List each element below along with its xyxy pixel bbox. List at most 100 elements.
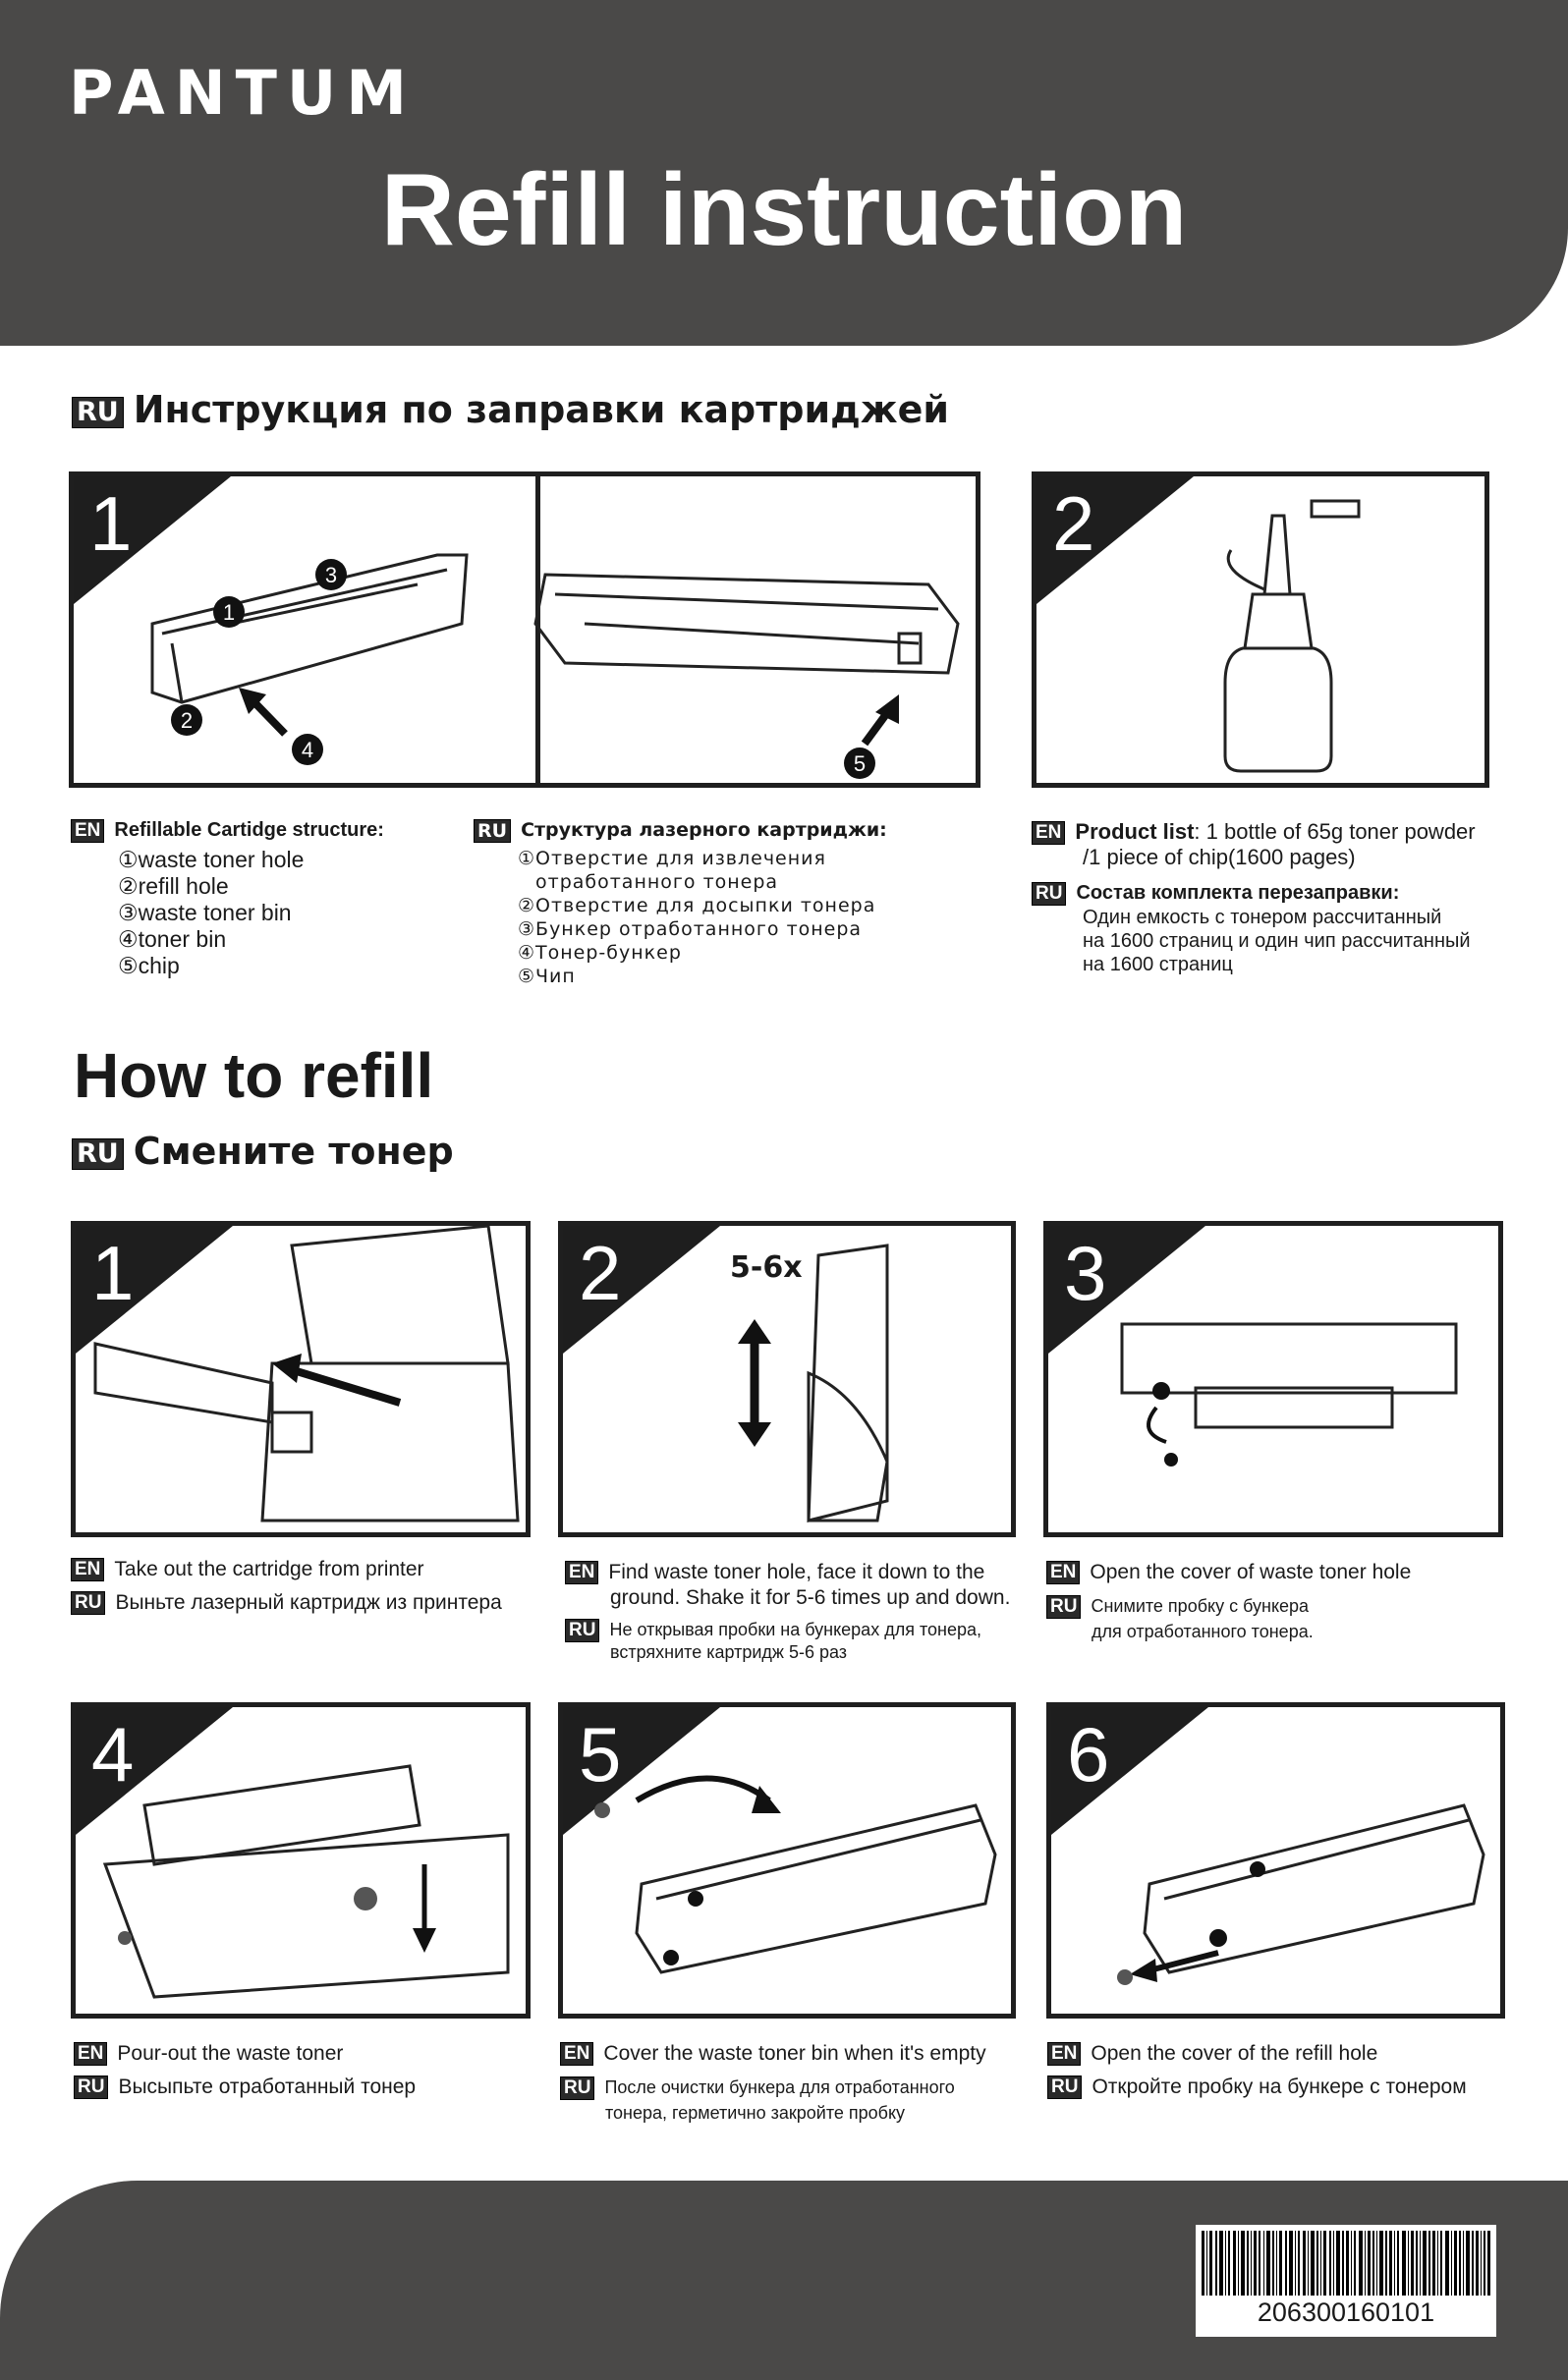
product-list-text: : 1 bottle of 65g toner powder xyxy=(1194,819,1476,844)
barcode-bars xyxy=(1202,2231,1490,2296)
step-en-text: Find waste toner hole, face it down to t… xyxy=(608,1561,985,1583)
lang-tag-en: EN xyxy=(560,2042,594,2067)
step-number: 6 xyxy=(1067,1711,1110,1798)
step-corner xyxy=(76,1707,233,1835)
cartridge-structure-panel: 1 1 2 3 4 5 xyxy=(69,471,980,788)
step-3-panel: 3 xyxy=(1043,1221,1503,1537)
step-corner xyxy=(1051,1707,1208,1835)
barcode-number: 206300160101 xyxy=(1257,2297,1435,2327)
step-6-panel: 6 xyxy=(1046,1702,1505,2019)
svg-text:2: 2 xyxy=(181,708,193,733)
pour-toner-illustration xyxy=(102,1764,510,1999)
step-en-text: Cover the waste toner bin when it's empt… xyxy=(603,2042,986,2065)
ru-section-title: RU Инструкция по заправки картриджей xyxy=(72,388,949,431)
step-ru-text-2: встряхните картридж 5-6 раз xyxy=(610,1642,848,1663)
product-panel: 2 xyxy=(1032,471,1489,788)
step-number: 3 xyxy=(1064,1230,1107,1316)
cartridge-illustration: 1 2 3 4 5 xyxy=(150,553,960,779)
list-item: ④toner bin xyxy=(118,926,227,952)
ru-section-title-text: Инструкция по заправки картриджей xyxy=(133,388,950,431)
step-en-text: Pour-out the waste toner xyxy=(117,2042,344,2065)
page-title: Refill instruction xyxy=(380,153,1188,267)
step-ru-text: Откройте пробку на бункере с тонером xyxy=(1092,2076,1467,2098)
step-number: 1 xyxy=(91,1230,135,1316)
step-corner xyxy=(1036,476,1194,604)
list-item: ②Отверстие для досыпки тонера xyxy=(518,895,876,916)
lang-tag-ru: RU xyxy=(565,1619,600,1643)
panel-number: 1 xyxy=(89,480,133,567)
product-list-text-2: /1 piece of chip(1600 pages) xyxy=(1083,845,1356,870)
lang-tag-en: EN xyxy=(1032,821,1066,846)
en-structure-title: Refillable Cartidge structure: xyxy=(114,819,384,841)
lang-tag-en: EN xyxy=(1046,1561,1081,1585)
step-ru-text: Выньте лазерный картридж из принтера xyxy=(115,1591,502,1614)
pantum-logo: PANTUM xyxy=(69,57,417,129)
waste-cover-illustration xyxy=(1120,1322,1458,1467)
step-2-panel: 2 5-6x xyxy=(558,1221,1016,1537)
lang-tag-ru: RU xyxy=(1046,1595,1082,1620)
list-item: ①Отверстие для извлечения xyxy=(518,848,826,869)
svg-text:1: 1 xyxy=(223,600,235,625)
lang-tag-en: EN xyxy=(74,2042,108,2067)
step-ru-text: Снимите пробку с бункера xyxy=(1091,1596,1310,1616)
step-ru-text-2: тонера, герметично закройте пробку xyxy=(605,2103,906,2124)
lang-tag-ru: RU xyxy=(1047,2076,1083,2100)
shake-count-label: 5-6x xyxy=(730,1250,803,1285)
step-number: 4 xyxy=(91,1711,135,1798)
step-en-text: Open the cover of the refill hole xyxy=(1091,2042,1378,2065)
lang-tag-ru: RU xyxy=(72,1137,124,1170)
step-5-panel: 5 xyxy=(558,1702,1016,2019)
svg-text:3: 3 xyxy=(325,563,337,587)
lang-tag-en: EN xyxy=(1047,2042,1082,2067)
en-structure-block: EN Refillable Cartidge structure: ①waste … xyxy=(71,817,464,979)
how-to-refill-title: How to refill xyxy=(74,1040,434,1111)
refill-hole-illustration xyxy=(1117,1803,1485,1985)
panel-number: 2 xyxy=(1052,480,1095,567)
lang-tag-ru: RU xyxy=(72,396,124,428)
product-ru-title: Состав комплекта перезаправки: xyxy=(1076,882,1400,905)
step-6-text: EN Open the cover of the refill hole RU От… xyxy=(1047,2041,1509,2108)
step-5-text: EN Cover the waste toner bin when it's em… xyxy=(560,2041,1027,2126)
ru-structure-title: Структура лазерного картриджи: xyxy=(521,819,887,841)
step-ru-text: Высыпьте отработанный тонер xyxy=(118,2076,417,2098)
list-item: ②refill hole xyxy=(118,873,229,899)
list-item: ⑤chip xyxy=(118,953,180,978)
step-ru-text-2: для отработанного тонера. xyxy=(1092,1622,1314,1642)
product-ru-line: на 1600 страниц xyxy=(1083,954,1233,976)
list-item: ③waste toner bin xyxy=(118,900,292,925)
lang-tag-en: EN xyxy=(565,1561,599,1585)
step-ru-text: Не открывая пробки на бункерах для тонер… xyxy=(609,1620,981,1639)
panel-divider xyxy=(535,476,540,783)
step-en-text-2: ground. Shake it for 5-6 times up and do… xyxy=(610,1586,1011,1609)
ru-how-title-text: Смените тонер xyxy=(133,1130,454,1173)
toner-bottle-illustration xyxy=(1223,499,1361,773)
en-structure-list: ①waste toner hole ②refill hole ③waste to… xyxy=(118,847,464,979)
ru-how-title: RU Смените тонер xyxy=(72,1130,454,1173)
step-corner xyxy=(563,1707,720,1835)
lang-tag-ru: RU xyxy=(474,818,512,843)
list-item: ⑤Чип xyxy=(518,966,576,987)
list-item: ①waste toner hole xyxy=(118,847,305,872)
list-item: ④Тонер-бункер xyxy=(518,942,682,964)
lang-tag-en: EN xyxy=(71,818,105,843)
list-item: отработанного тонера xyxy=(535,871,779,893)
step-corner xyxy=(1048,1226,1205,1354)
lang-tag-ru: RU xyxy=(1032,881,1067,906)
printer-illustration xyxy=(93,1226,520,1522)
step-number: 5 xyxy=(579,1711,622,1798)
lang-tag-ru: RU xyxy=(71,1591,106,1616)
product-ru-line: на 1600 страниц и один чип рассчитанный xyxy=(1083,930,1471,953)
step-corner xyxy=(563,1226,720,1354)
step-2-text: EN Find waste toner hole, face it down to… xyxy=(565,1560,1032,1662)
step-ru-text: После очистки бункера для отработанного xyxy=(604,2077,955,2097)
step-4-panel: 4 xyxy=(71,1702,531,2019)
step-en-text: Take out the cartridge from printer xyxy=(114,1558,424,1580)
list-item: ③Бункер отработанного тонера xyxy=(518,918,863,940)
step-corner xyxy=(74,476,231,604)
shake-illustration xyxy=(738,1244,889,1522)
svg-text:4: 4 xyxy=(302,738,313,762)
header-banner xyxy=(0,0,1568,346)
